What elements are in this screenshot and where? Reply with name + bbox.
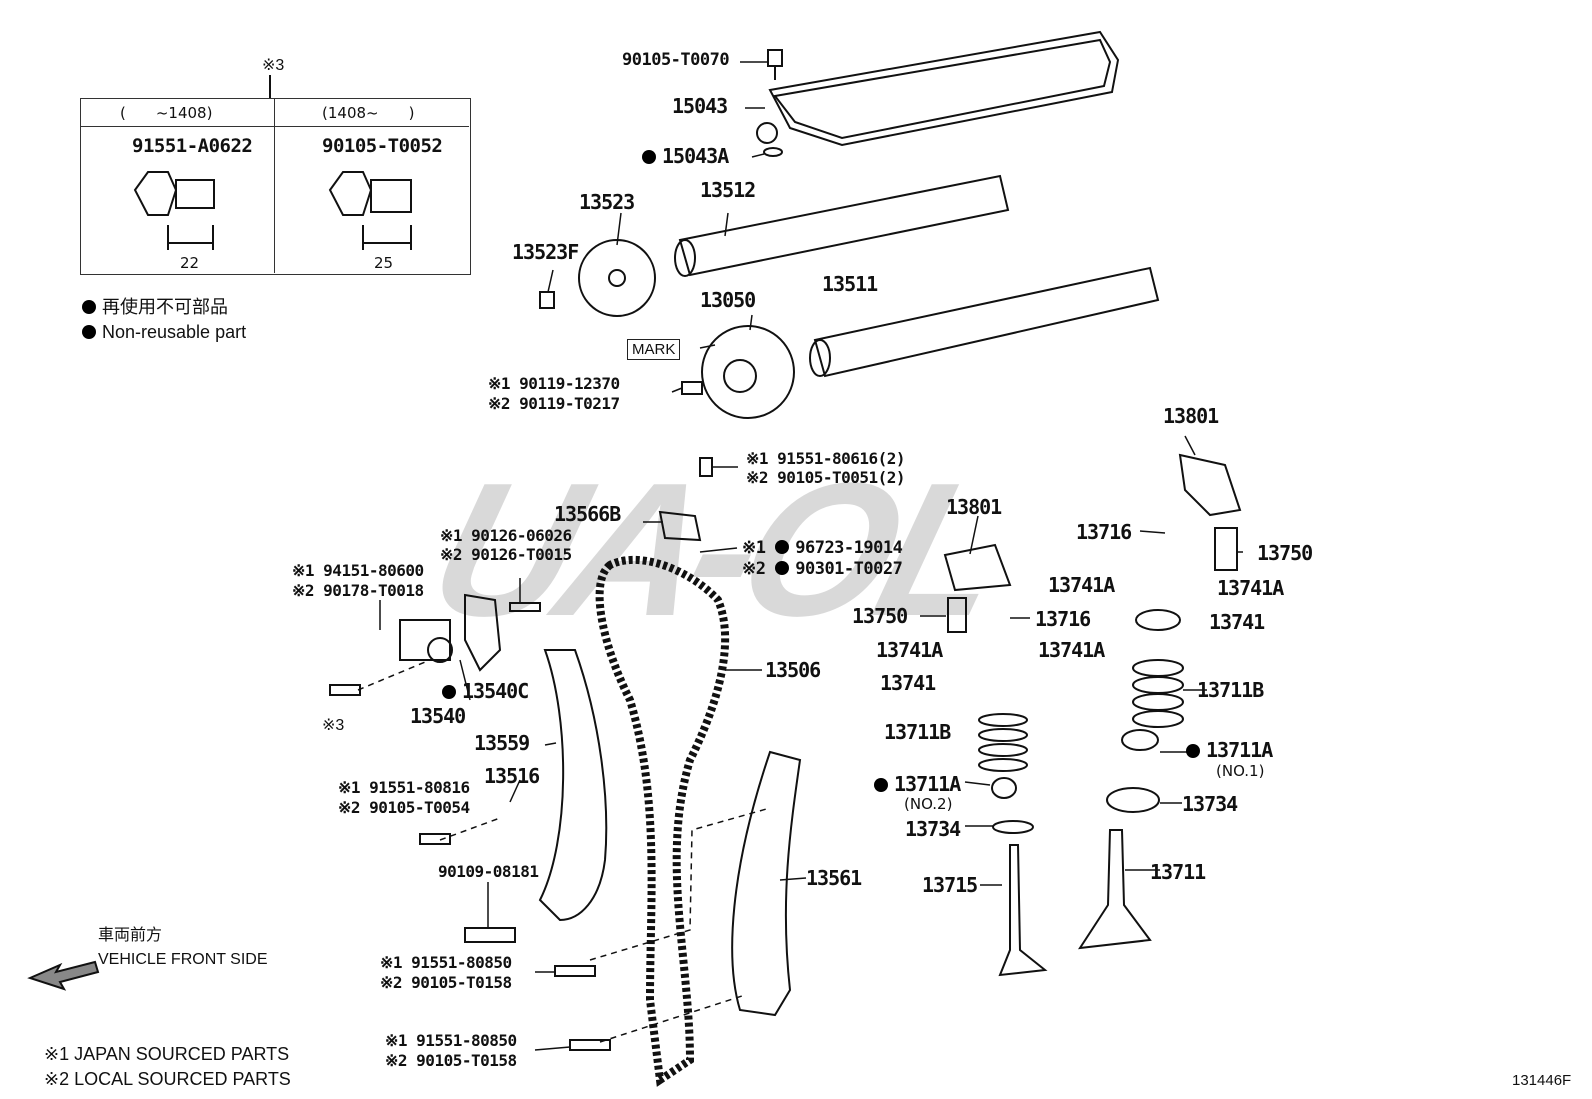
inset-mark: ※3 — [262, 57, 285, 74]
valve-spring-13711B-left — [978, 713, 1028, 772]
label-13734b: 13734 — [905, 817, 961, 841]
label-bolt-91551-80850a: ※1 91551-80850 — [380, 953, 512, 972]
label-bolt-90105-T0051: ※2 90105-T0051(2) — [746, 468, 906, 487]
timing-chain-13506 — [595, 555, 730, 1087]
front-arrow — [27, 960, 100, 991]
tensioner-arm-13561 — [731, 750, 802, 1017]
inset-col2-part: 90105-T0052 — [322, 135, 443, 157]
label-no1: (NO.1) — [1216, 762, 1265, 780]
label-bolt-91551-80850b: ※1 91551-80850 — [385, 1031, 517, 1050]
label-13711Ab: 13711A — [874, 774, 961, 794]
legend-jp: 再使用不可部品 — [82, 298, 228, 316]
valve-13715 — [998, 844, 1048, 977]
valve-13711 — [1078, 829, 1152, 950]
label-13741Aa: 13741A — [1048, 573, 1115, 597]
diagram-id: 131446F — [1512, 1072, 1572, 1089]
inset-table — [80, 98, 471, 275]
label-13716a: 13716 — [1076, 520, 1132, 544]
label-13559: 13559 — [474, 731, 530, 755]
label-13711Aa: 13711A — [1186, 740, 1273, 760]
camshaft-13511 — [813, 266, 1160, 378]
label-15043: 15043 — [672, 94, 728, 118]
label-13750a: 13750 — [1257, 541, 1313, 565]
rocker-arm-13801b — [943, 543, 1012, 592]
label-90109-08181: 90109-08181 — [438, 862, 539, 881]
gasket-13540C — [464, 593, 502, 672]
rocker-arm-13801a — [1178, 453, 1242, 517]
label-13523F: 13523F — [512, 240, 579, 264]
label-13512: 13512 — [700, 178, 756, 202]
label-13741Ad: 13741A — [1038, 638, 1105, 662]
label-13540C: 13540C — [442, 681, 529, 701]
front-jp: 車両前方 — [98, 927, 163, 944]
label-13741b: 13741 — [880, 671, 936, 695]
label-13050: 13050 — [700, 288, 756, 312]
mark-box: MARK — [627, 339, 681, 360]
valve-spring-13711B-right — [1132, 659, 1184, 728]
label-bolt-90105-T0158b: ※2 90105-T0158 — [385, 1051, 517, 1070]
label-13715: 13715 — [922, 873, 978, 897]
front-en: VEHICLE FRONT SIDE — [98, 951, 268, 968]
label-bolt-90105-T0054: ※2 90105-T0054 — [338, 798, 470, 817]
label-13741a: 13741 — [1209, 610, 1265, 634]
vvt-13050 — [701, 325, 795, 419]
label-pin-90126-T0015: ※2 90126-T0015 — [440, 545, 572, 564]
label-90301-T0027: ※2 90301-T0027 — [742, 559, 903, 579]
gasket-15043 — [768, 30, 1120, 147]
label-13540: 13540 — [410, 704, 466, 728]
label-nut-90178-T0018: ※2 90178-T0018 — [292, 581, 424, 600]
label-13734a: 13734 — [1182, 792, 1238, 816]
label-90105-T0070: 90105-T0070 — [622, 50, 730, 70]
label-13750b: 13750 — [852, 604, 908, 628]
inset-col1-dim: 22 — [180, 254, 200, 272]
inset-col1-part: 91551-A0622 — [132, 135, 253, 157]
label-bolt-90119-1: ※1 90119-12370 — [488, 374, 620, 393]
label-13506: 13506 — [765, 658, 821, 682]
label-bolt-90119-2: ※2 90119-T0217 — [488, 394, 620, 413]
label-13566B: 13566B — [554, 502, 621, 526]
label-no2: (NO.2) — [904, 795, 953, 813]
label-nut-94151-80600: ※1 94151-80600 — [292, 561, 424, 580]
label-13711Ba: 13711B — [1197, 678, 1264, 702]
camshaft-13512 — [678, 174, 1010, 277]
label-13711: 13711 — [1150, 860, 1206, 884]
label-13741Ac: 13741A — [876, 638, 943, 662]
label-13516: 13516 — [484, 764, 540, 788]
sprocket-13523 — [578, 239, 656, 317]
label-96723-19014: ※1 96723-19014 — [742, 538, 903, 558]
label-bolt-91551-80816: ※1 91551-80816 — [338, 778, 470, 797]
label-13523: 13523 — [579, 190, 635, 214]
label-13716b: 13716 — [1035, 607, 1091, 631]
footnote-1: ※1 JAPAN SOURCED PARTS — [44, 1044, 290, 1064]
label-13711Bb: 13711B — [884, 720, 951, 744]
tensioner-13540 — [399, 619, 451, 661]
label-13801a: 13801 — [1163, 404, 1219, 428]
label-13741Ab: 13741A — [1217, 576, 1284, 600]
footnote-2: ※2 LOCAL SOURCED PARTS — [44, 1069, 291, 1089]
label-13801b: 13801 — [946, 495, 1002, 519]
label-13511: 13511 — [822, 272, 878, 296]
label-13561: 13561 — [806, 866, 862, 890]
label-bolt-90105-T0158a: ※2 90105-T0158 — [380, 973, 512, 992]
label-pin-90126-06026: ※1 90126-06026 — [440, 526, 572, 545]
label-s3: ※3 — [322, 717, 345, 734]
label-bolt-91551-80616: ※1 91551-80616(2) — [746, 449, 906, 468]
inset-col1-head: ( ~1408) — [120, 104, 213, 122]
chain-guide-13559 — [538, 649, 608, 922]
label-15043A: 15043A — [642, 146, 729, 166]
legend-en: Non-reusable part — [82, 323, 246, 341]
inset-col2-dim: 25 — [374, 254, 394, 272]
inset-col2-head: (1408~ ) — [322, 104, 415, 122]
